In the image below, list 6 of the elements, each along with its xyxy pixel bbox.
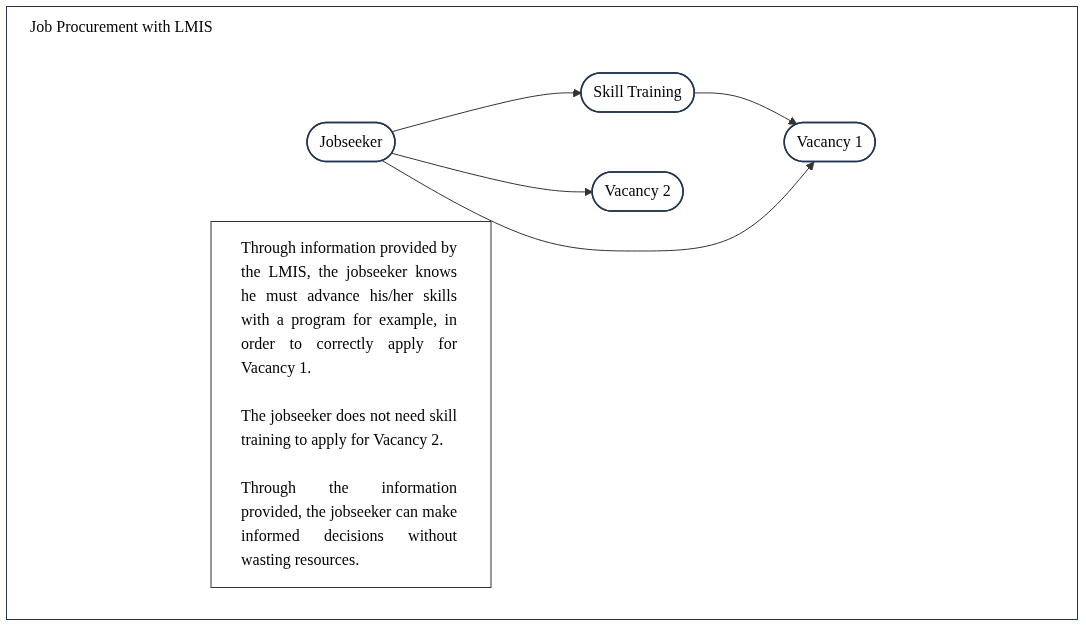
- arrow: [382, 160, 815, 252]
- node-box: Through information provided by the LMIS, the jobseeker knows he must advance his/her skills with a program for example, in order to correctly apply for Vacancy 1. The jobseeker does not need skill training to apply for Vacancy 2. Through the information provided, the jobseeker can make informed decisions without wasting resources.: [210, 220, 492, 588]
- arrow: [694, 92, 798, 125]
- arrow: [391, 88, 582, 132]
- diagram-title: Job Procurement with LMIS: [30, 18, 213, 36]
- arrow: [391, 152, 593, 197]
